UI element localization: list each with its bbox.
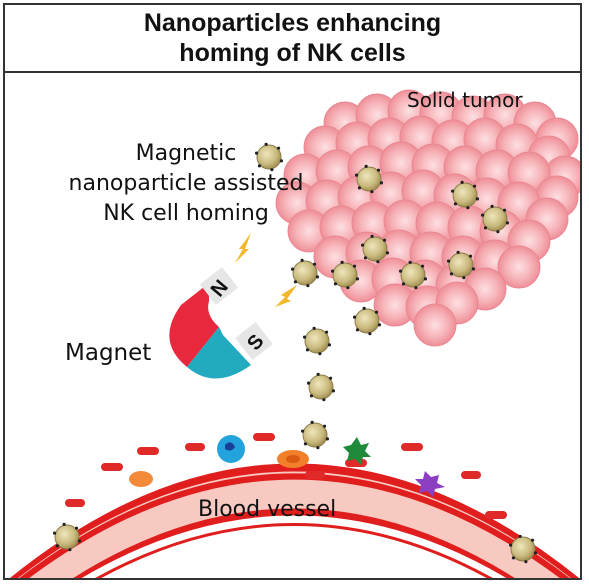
tumor-cell-icon [497, 245, 541, 289]
homing-caption-line-1: Magnetic [135, 141, 237, 166]
nanoparticle-icon [306, 372, 336, 402]
nanoparticle-icon [360, 234, 390, 264]
nanoparticle-icon [302, 326, 332, 356]
spark-icon [235, 233, 251, 263]
vessel-interior [81, 515, 507, 578]
nk-cell-purple [415, 471, 445, 497]
figure-title: Nanoparticles enhancing homing of NK cel… [5, 5, 580, 73]
vessel-inner-stripe [95, 523, 493, 578]
homing-caption-line-3: NK cell homing [103, 201, 269, 226]
nanoparticle-icon [300, 420, 330, 450]
immune-cell-orange [129, 471, 153, 487]
magnet-label: Magnet [65, 340, 152, 366]
nanoparticle-icon [254, 142, 284, 172]
spark-icon [275, 285, 297, 307]
nanoparticle-icon [398, 260, 428, 290]
nanoparticle-icon [290, 258, 320, 288]
blood-vessel-label: Blood vessel [198, 497, 337, 522]
vessel-inner-line [19, 473, 570, 578]
nanoparticle-icon [446, 250, 476, 280]
nanoparticle-icon [508, 534, 538, 564]
nanoparticle-icon [450, 180, 480, 210]
title-line-1: Nanoparticles enhancing [143, 9, 442, 37]
red-blood-cells [65, 433, 507, 519]
solid-tumor [275, 89, 580, 347]
title-line-2: homing of NK cells [179, 39, 406, 67]
nk-cell-green [343, 437, 371, 465]
nanoparticles [52, 142, 538, 564]
homing-caption-line-2: nanoparticle assisted [68, 171, 304, 196]
blood-vessel [10, 433, 579, 578]
nanoparticle-icon [352, 306, 382, 336]
figure-frame: Nanoparticles enhancing homing of NK cel… [3, 3, 582, 580]
nanoparticle-icon [330, 260, 360, 290]
solid-tumor-label: Solid tumor [407, 88, 523, 112]
homing-caption: Magnetic nanoparticle assisted NK cell h… [57, 139, 315, 229]
diagram-canvas: N S [10, 89, 580, 578]
tumor-cell-icon [413, 303, 457, 347]
nanoparticle-icon [480, 204, 510, 234]
nanoparticle-icon [52, 522, 82, 552]
nanoparticle-icon [354, 164, 384, 194]
magnet-icon: N S [169, 267, 273, 379]
